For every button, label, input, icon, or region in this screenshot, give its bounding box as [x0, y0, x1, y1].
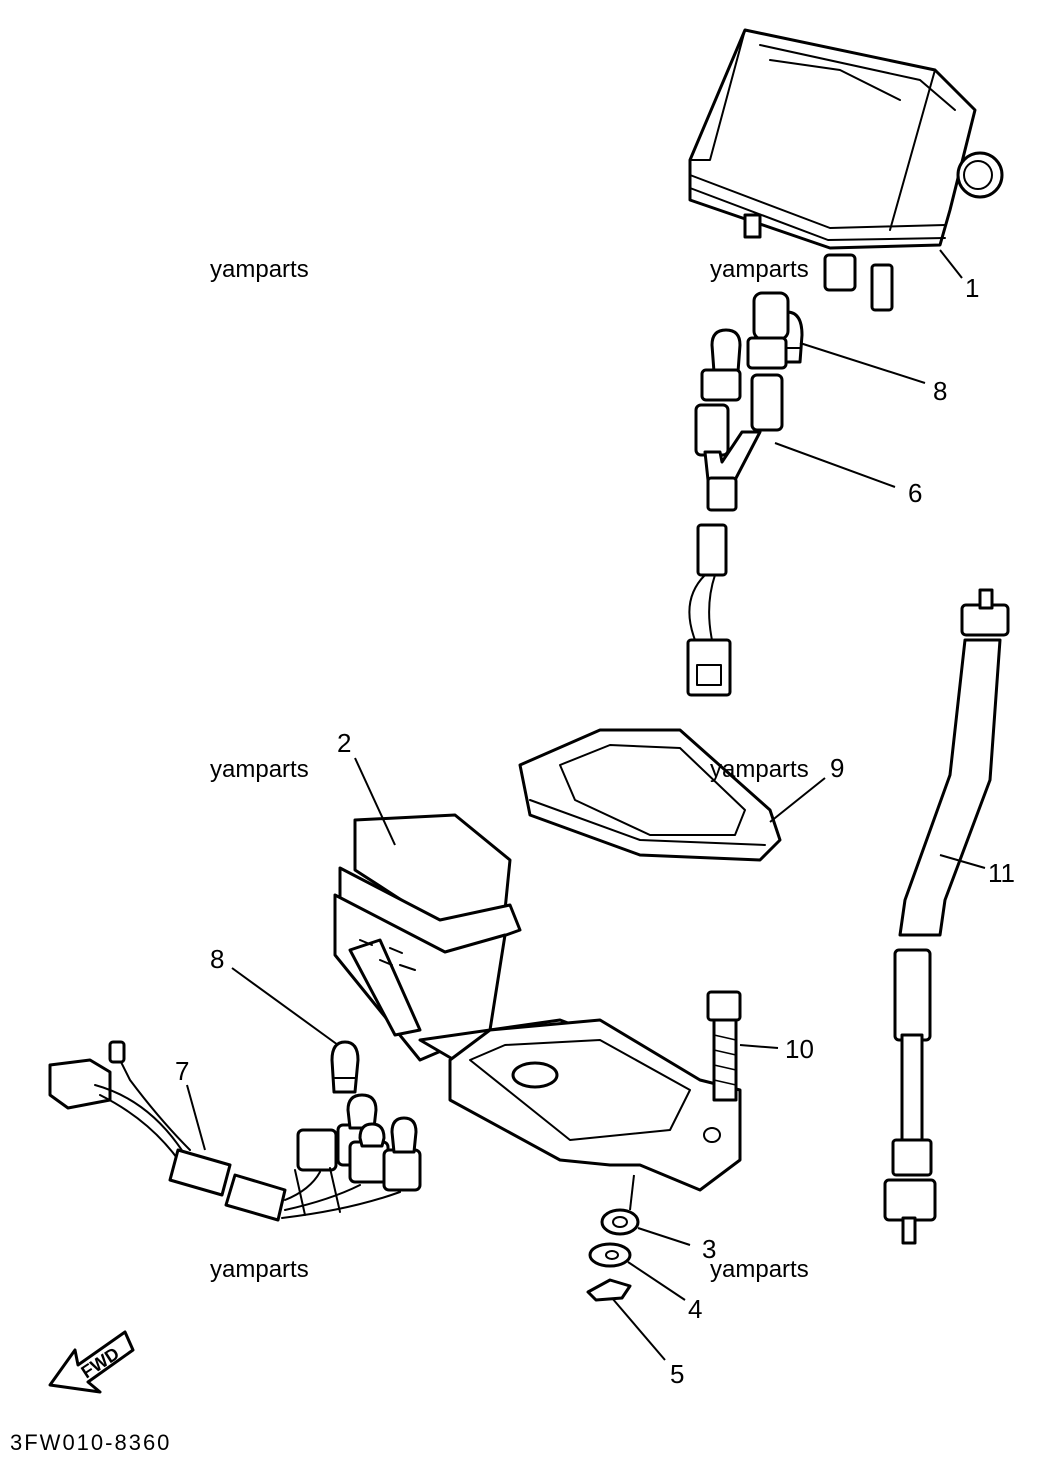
washer-part-4 [588, 1242, 632, 1268]
callout-10: 10 [785, 1034, 814, 1064]
nut-part-3 [600, 1208, 640, 1236]
meter-assembly-part-1 [688, 28, 1004, 312]
callout-9: 9 [830, 753, 844, 783]
callout-8-bottom: 8 [210, 944, 224, 974]
damper-part-9 [518, 728, 782, 862]
callout-11: 11 [988, 858, 1015, 888]
callout-7: 7 [175, 1056, 189, 1086]
bulb-part-8-bottom [330, 1040, 360, 1094]
watermark-5: yamparts [210, 1256, 309, 1283]
watermark-2: yamparts [710, 256, 809, 283]
watermark-3: yamparts [210, 756, 309, 783]
callout-4: 4 [688, 1294, 702, 1324]
callout-6: 6 [908, 478, 922, 508]
forward-direction-arrow: FWD [48, 1330, 135, 1394]
callout-1: 1 [965, 273, 979, 303]
socket-cord-part-7 [48, 1040, 422, 1222]
diagram-code: 3FW010-8360 [10, 1430, 171, 1455]
watermark-1: yamparts [210, 256, 309, 283]
leader-lines [186, 249, 986, 1361]
bolt-part-10 [706, 990, 742, 1102]
socket-cord-part-6 [686, 291, 790, 697]
meter-cable-part-11 [883, 588, 1010, 1245]
washer-part-5 [586, 1278, 632, 1302]
callout-8-top: 8 [933, 376, 947, 406]
callout-3: 3 [702, 1234, 716, 1264]
callout-5: 5 [670, 1359, 684, 1389]
watermark-6: yamparts [710, 1256, 809, 1283]
watermark-4: yamparts [710, 756, 809, 783]
callout-2: 2 [337, 728, 351, 758]
